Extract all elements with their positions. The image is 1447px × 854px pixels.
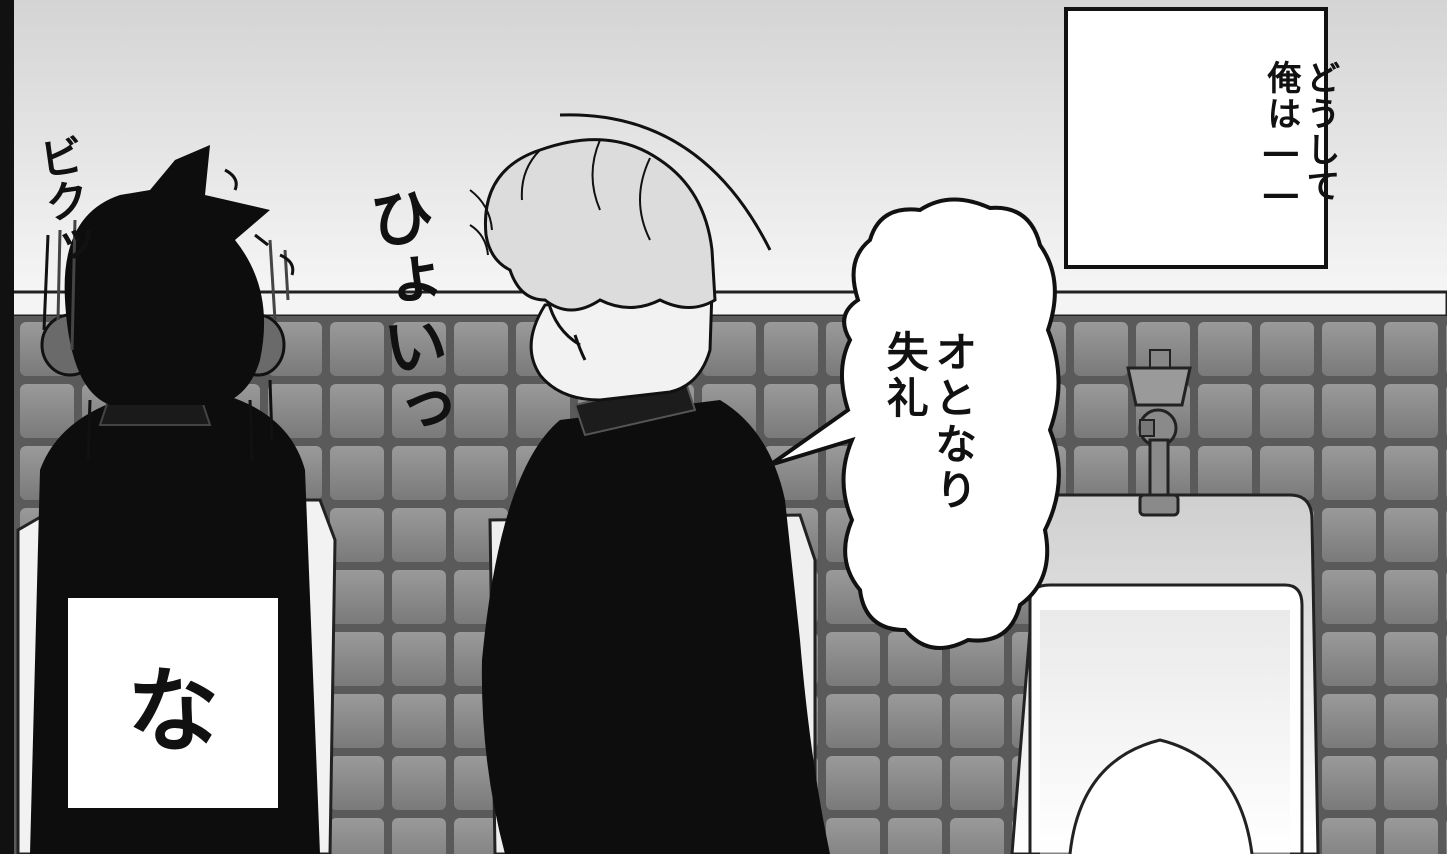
flush-valve: [1126, 349, 1192, 517]
narration-box: [1064, 7, 1328, 269]
speech-bubble: [768, 197, 1061, 650]
censor-box: な: [68, 598, 278, 808]
panel-left-border: [0, 0, 14, 854]
censor-text: な: [126, 657, 219, 765]
right-character: [469, 113, 830, 854]
right-urinal: [1010, 493, 1320, 854]
narration-text: どうして 俺は――: [1260, 60, 1340, 216]
speech-text: オとなり 失礼: [880, 330, 978, 514]
motion-lines: [42, 234, 274, 461]
